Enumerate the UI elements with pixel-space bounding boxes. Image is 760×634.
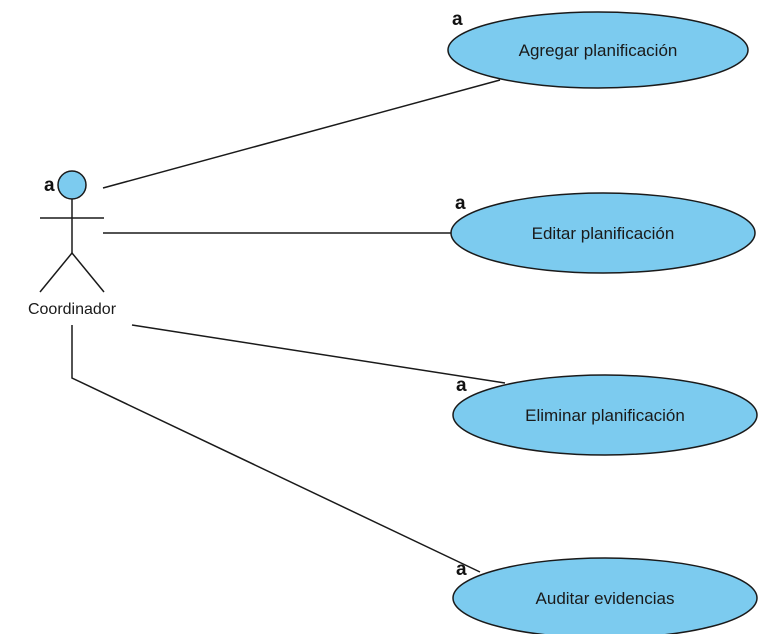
association-line-auditar — [71, 325, 481, 573]
usecase-eliminar-planificacion[interactable]: Eliminar planificación a — [452, 374, 758, 456]
usecase-label: Editar planificación — [532, 224, 675, 243]
usecase-auditar-evidencias[interactable]: Auditar evidencias a — [452, 557, 758, 634]
usecase-marker: a — [456, 559, 467, 580]
usecase-label: Auditar evidencias — [536, 589, 675, 608]
association-line-eliminar — [131, 324, 506, 384]
actor-left-leg — [39, 252, 73, 293]
usecase-ellipse — [447, 11, 749, 89]
usecase-label: Agregar planificación — [519, 41, 678, 60]
association-line-agregar — [102, 79, 501, 189]
usecase-marker: a — [452, 9, 463, 30]
usecase-marker: a — [455, 193, 466, 214]
usecase-agregar-planificacion[interactable]: Agregar planificación a — [447, 9, 749, 89]
actor-coordinador[interactable]: Coordinador a — [28, 170, 117, 318]
usecase-ellipse — [450, 192, 756, 274]
usecase-editar-planificacion[interactable]: Editar planificación a — [450, 192, 756, 274]
usecase-ellipse — [452, 374, 758, 456]
actor-head — [57, 170, 87, 200]
usecase-ellipse — [452, 557, 758, 634]
actor-marker: a — [44, 175, 55, 196]
actor-label: Coordinador — [28, 301, 117, 318]
usecase-label: Eliminar planificación — [525, 406, 685, 425]
usecase-marker: a — [456, 375, 467, 396]
actor-right-leg — [71, 252, 105, 293]
